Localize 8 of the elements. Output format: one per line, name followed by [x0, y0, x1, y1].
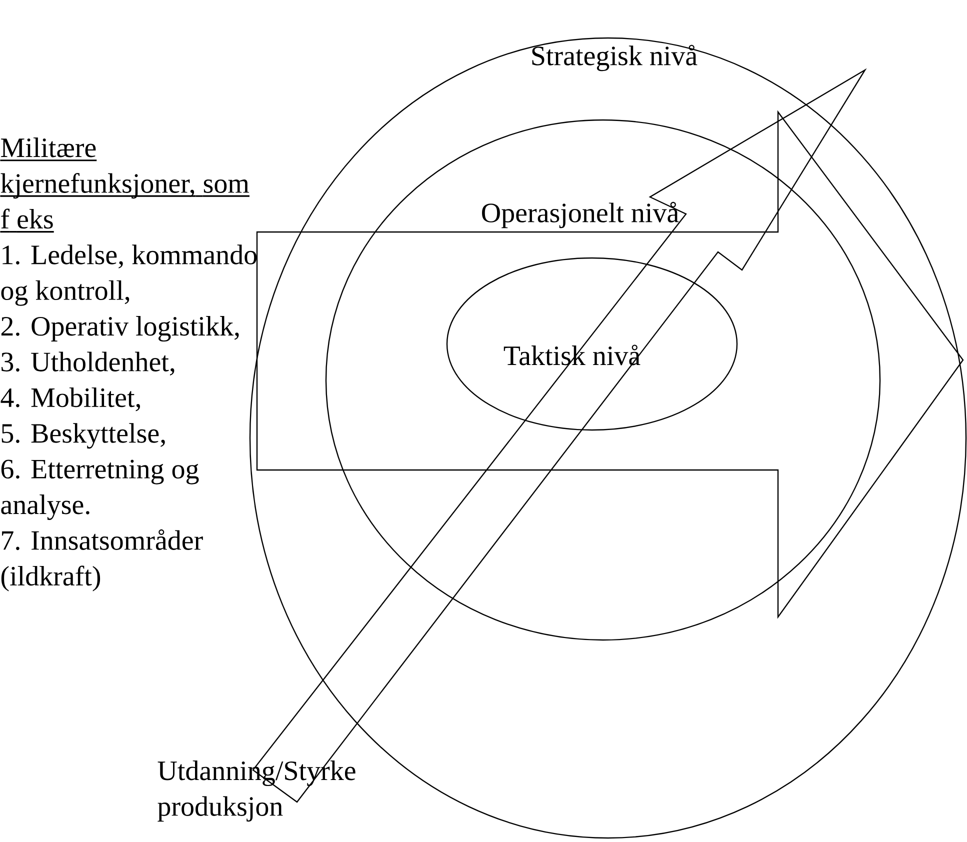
list-item: 3. Utholdenhet, [2, 352, 174, 376]
list-item: 1. Ledelse, kommando og kontroll, [1, 244, 257, 306]
list-item: 5. Beskyttelse, [2, 423, 165, 449]
list-heading: Militære kjernefunksjoner, som f eks [0, 138, 250, 233]
list-item: 7. Innsatsområder (ildkraft) [1, 529, 203, 592]
list-item: 2. Operativ logistikk, [1, 316, 239, 342]
list-item: 4. Mobilitet, [0, 387, 140, 412]
list-item: 6. Etterretning og analyse. [1, 460, 199, 520]
